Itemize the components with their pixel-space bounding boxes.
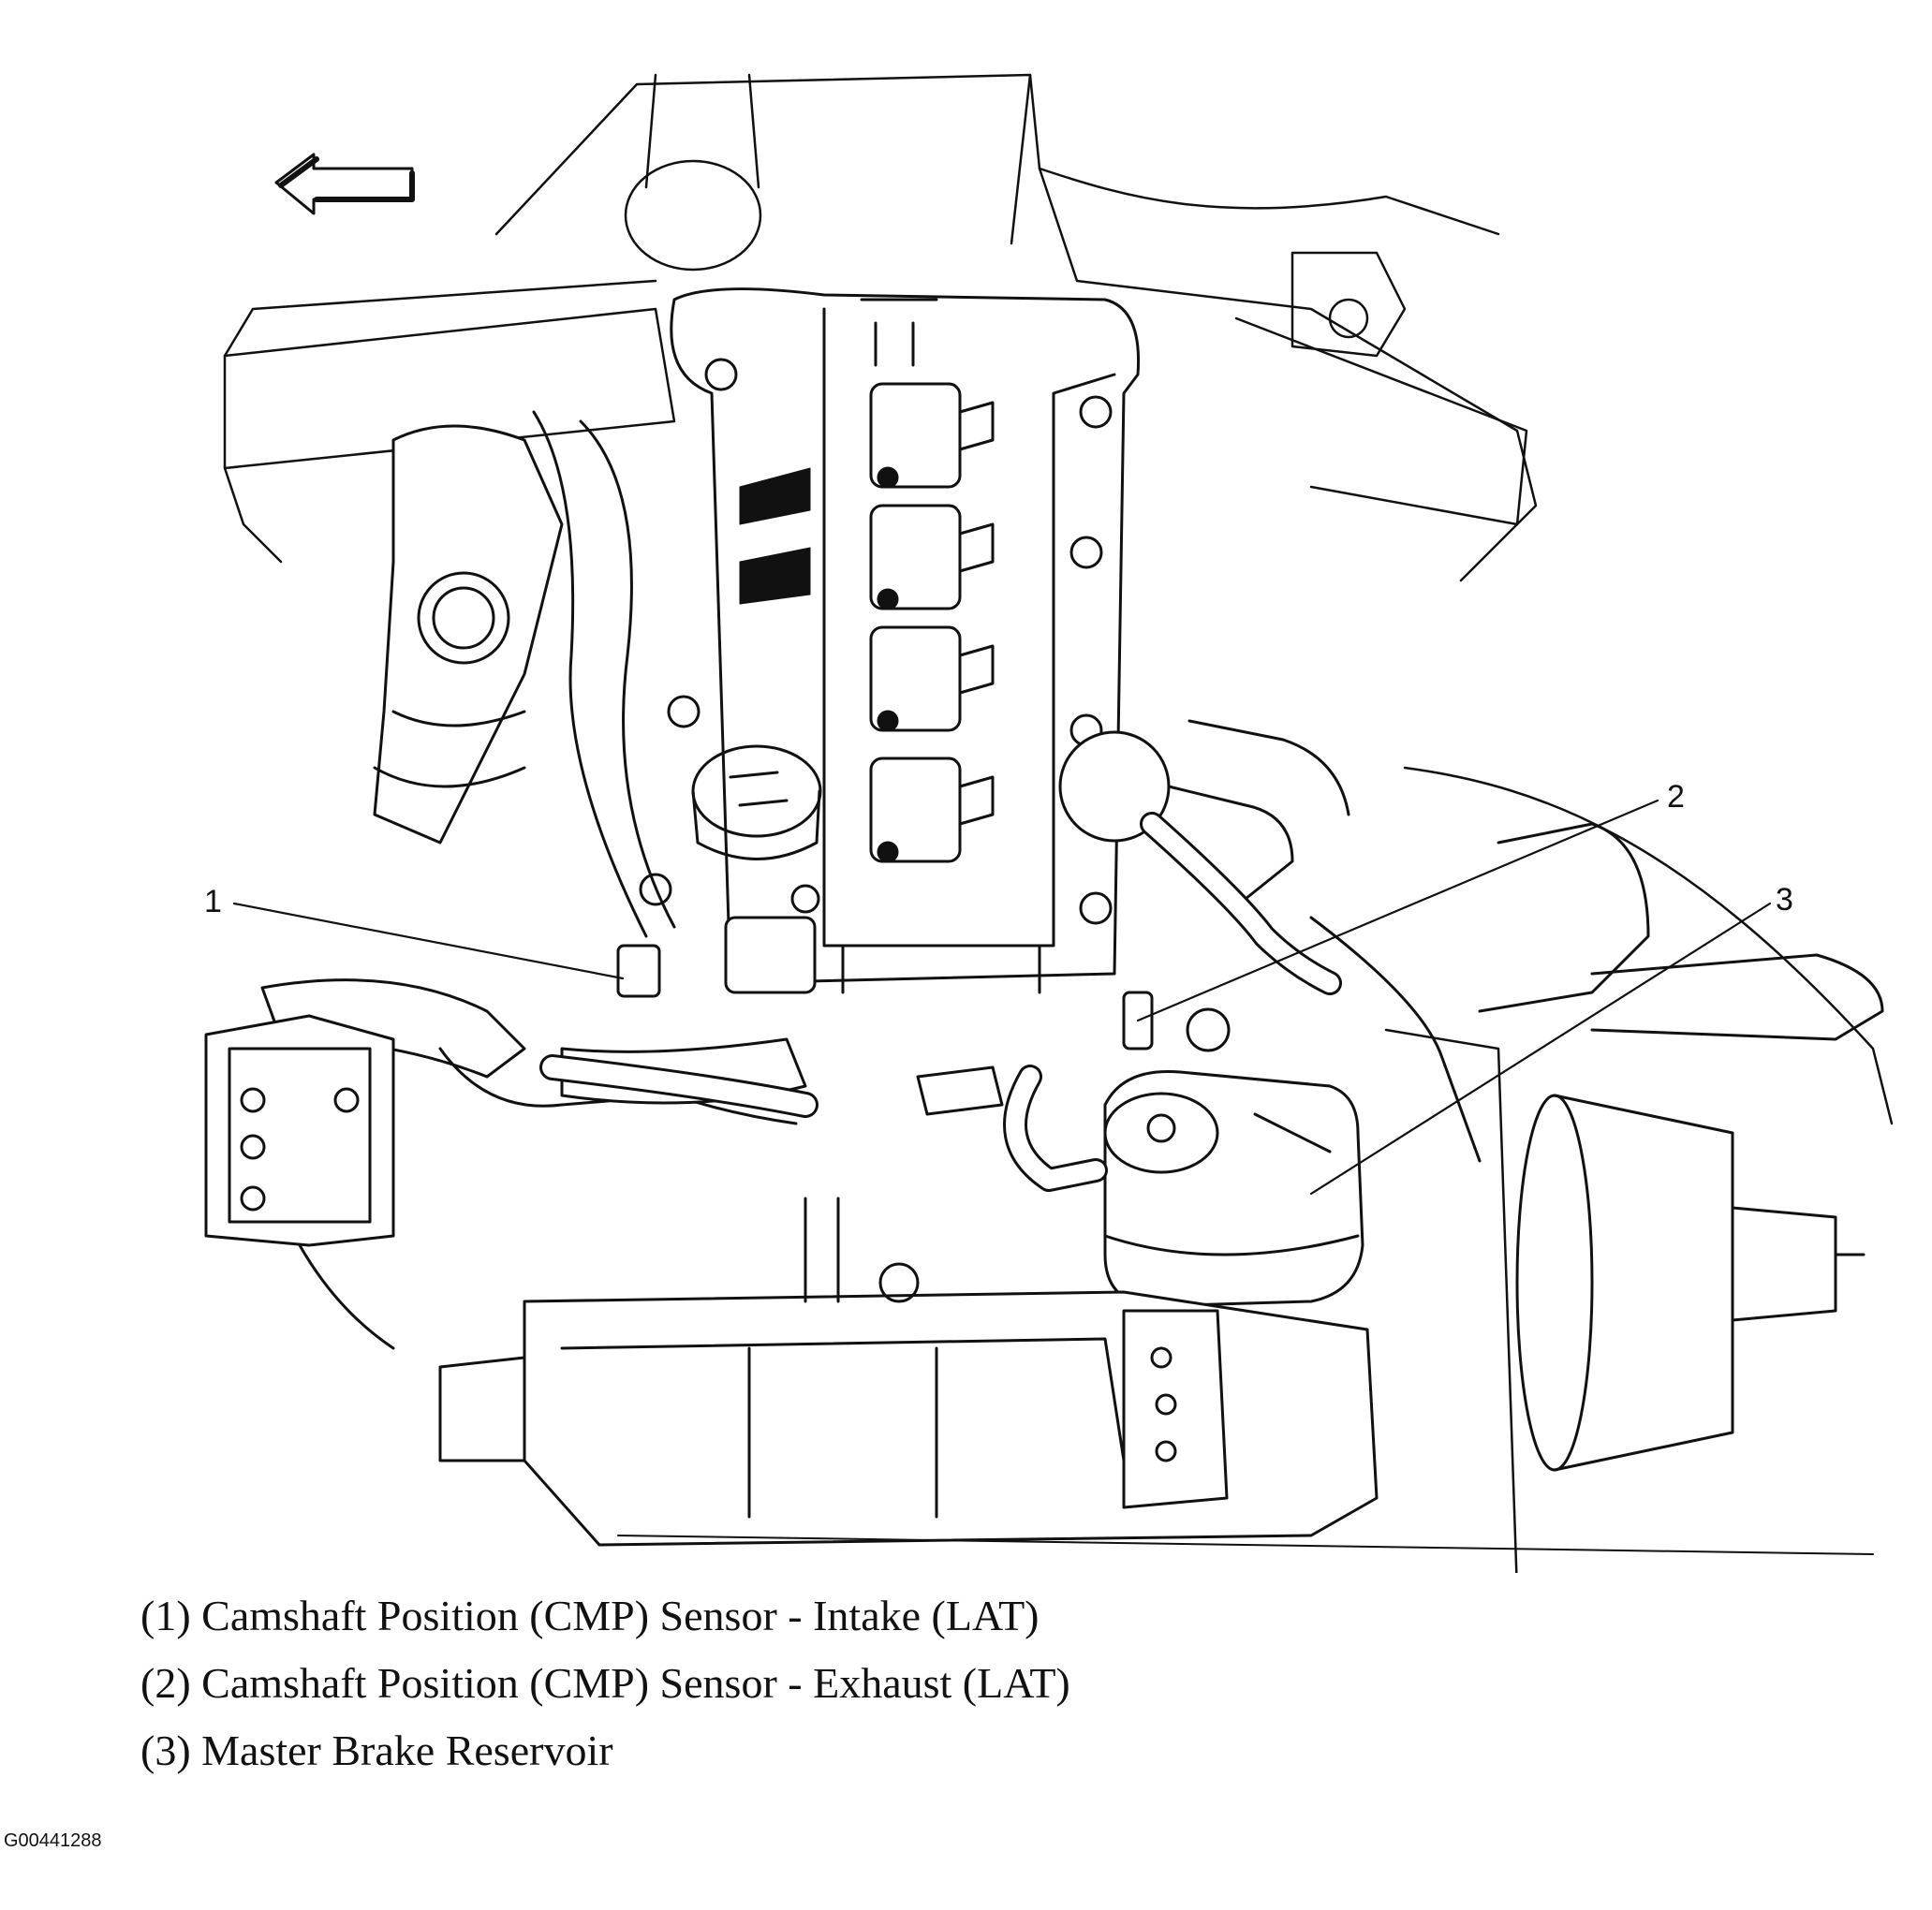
- engine-mount-left: [204, 1014, 395, 1350]
- transmission-housing: [438, 1197, 1874, 1555]
- leader-line-3: [1309, 902, 1772, 1196]
- direction-arrow-icon: [274, 153, 415, 215]
- callout-leaders: [232, 799, 1772, 1196]
- brake-reservoir: [1103, 1069, 1364, 1308]
- legend-item-2: (2) Camshaft Position (CMP) Sensor - Exh…: [140, 1659, 1070, 1707]
- leader-line-2: [1136, 799, 1659, 1022]
- legend: (1) Camshaft Position (CMP) Sensor - Int…: [140, 1582, 1070, 1785]
- hoses: [539, 812, 1342, 1192]
- legend-item-1: (1) Camshaft Position (CMP) Sensor - Int…: [140, 1592, 1040, 1639]
- callout-3: 3: [1776, 882, 1793, 918]
- right-assembly: [1058, 719, 1884, 1573]
- cmp-sensors: [616, 916, 1231, 1116]
- callout-1: 1: [204, 884, 222, 919]
- leader-line-1: [232, 902, 625, 980]
- engine-diagram: [204, 73, 1894, 1573]
- figure-id: G00441288: [4, 1830, 102, 1851]
- legend-item-3: (3) Master Brake Reservoir: [140, 1726, 613, 1774]
- ignition-coils: [860, 298, 995, 863]
- callout-2: 2: [1667, 779, 1685, 815]
- body-structure: [223, 73, 1894, 1125]
